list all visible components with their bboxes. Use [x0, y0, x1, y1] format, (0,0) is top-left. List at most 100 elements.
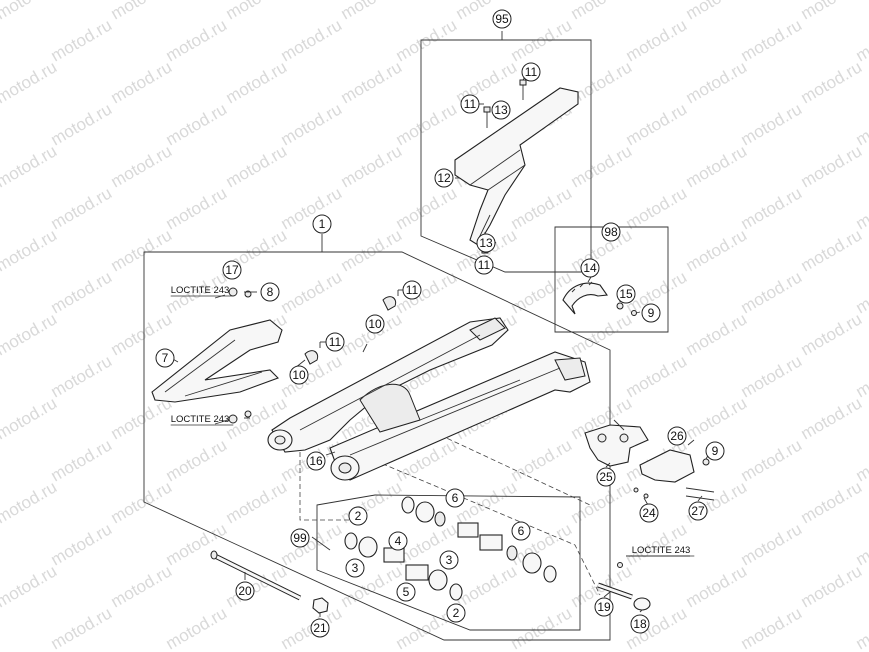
callout-circle — [365, 314, 385, 334]
callout-circle — [596, 467, 616, 487]
callout-11: 11 — [521, 62, 541, 82]
callout-number: 26 — [670, 429, 684, 443]
watermark-text: motod.ru — [798, 225, 866, 275]
callout-9: 9 — [641, 303, 661, 323]
sprocket-guard-part — [562, 281, 637, 316]
callout-number: 20 — [238, 584, 252, 598]
callout-circle — [402, 280, 422, 300]
watermark-text: motod.ru — [798, 393, 866, 443]
watermark-text: motod.ru — [108, 477, 176, 527]
callout-circle — [667, 426, 687, 446]
callout-24: 24 — [639, 503, 659, 523]
watermark-text: motod.ru — [108, 0, 176, 23]
callout-number: 5 — [403, 585, 410, 599]
watermark-text: motod.ru — [568, 225, 636, 275]
callout-circle — [348, 506, 368, 526]
callout-number: 9 — [712, 444, 719, 458]
callout-number: 15 — [619, 287, 633, 301]
watermark-text: motod.ru — [623, 15, 691, 65]
callout-5: 5 — [396, 582, 416, 602]
callout-number: 11 — [525, 65, 538, 79]
callout-11: 11 — [460, 94, 480, 114]
callout-circle — [306, 451, 326, 471]
callout-number: 12 — [437, 171, 451, 185]
watermark-text: motod.ru — [798, 561, 866, 611]
frame-group-1 — [143, 251, 611, 641]
callout-2: 2 — [446, 603, 466, 623]
callout-20: 20 — [235, 581, 255, 601]
watermark-text: motod.ru — [163, 15, 231, 65]
watermark-text: motod.ru — [623, 99, 691, 149]
callout-circle — [630, 614, 650, 634]
callout-circle — [492, 9, 512, 29]
callout-circle — [491, 100, 511, 120]
callout-8: 8 — [260, 282, 280, 302]
watermark-text: motod.ru — [393, 15, 461, 65]
frame-group-95 — [420, 39, 592, 273]
callout-26: 26 — [667, 426, 687, 446]
callout-number: 18 — [633, 617, 647, 631]
watermark-text: motod.ru — [393, 183, 461, 233]
callout-number: 10 — [292, 368, 306, 382]
callout-19: 19 — [594, 597, 614, 617]
watermark-text: motod.ru — [108, 141, 176, 191]
callout-number: 13 — [479, 236, 493, 250]
callout-circle — [388, 531, 408, 551]
watermark-text: motod.ru — [108, 57, 176, 107]
callout-27: 27 — [688, 501, 708, 521]
callout-number: 13 — [494, 103, 508, 117]
watermark-text: motod.ru — [738, 603, 806, 652]
callout-16: 16 — [306, 451, 326, 471]
callout-4: 4 — [388, 531, 408, 551]
callout-number: 7 — [162, 351, 169, 365]
callout-6: 6 — [511, 521, 531, 541]
callout-number: 27 — [691, 504, 705, 518]
callout-circle — [439, 550, 459, 570]
callout-circle — [345, 558, 365, 578]
watermark-text: motod.ru — [508, 15, 576, 65]
swingarm-axle-part — [210, 550, 329, 614]
watermark-text: motod.ru — [0, 141, 60, 191]
watermark-text: motod.ru — [48, 351, 116, 401]
watermark-text: motod.ru — [223, 477, 291, 527]
watermark-text: motod.ru — [568, 141, 636, 191]
callout-number: 6 — [452, 491, 459, 505]
callout-12: 12 — [434, 168, 454, 188]
callout-circle — [312, 214, 332, 234]
watermark-text: motod.ru — [683, 57, 751, 107]
watermark-text: motod.ru — [508, 267, 576, 317]
callout-circle — [396, 582, 416, 602]
watermark-text: motod.ru — [338, 57, 406, 107]
callout-99: 99 — [290, 528, 310, 548]
watermark-text: motod.ru — [738, 267, 806, 317]
callout-circle — [616, 284, 636, 304]
swingarm-part — [267, 317, 591, 481]
callout-11: 11 — [402, 280, 422, 300]
callout-3: 3 — [345, 558, 365, 578]
loctite-label: LOCTITE 243 — [632, 545, 691, 556]
callout-number: 10 — [368, 317, 382, 331]
callout-number: 11 — [329, 335, 342, 349]
callout-circle — [601, 222, 621, 242]
callout-number: 98 — [604, 225, 618, 239]
callout-number: 9 — [648, 306, 655, 320]
assembly-axes — [299, 434, 601, 596]
callout-11: 11 — [325, 332, 345, 352]
frame-group-99 — [316, 494, 581, 631]
callout-circle — [476, 233, 496, 253]
watermark-text: motod.ru — [48, 519, 116, 569]
watermark-text: motod.ru — [48, 267, 116, 317]
watermark-text: motod.ru — [683, 0, 751, 23]
watermark-text: motod.ru — [48, 603, 116, 652]
callout-number: 95 — [495, 12, 509, 26]
watermark-text: motod.ru — [798, 309, 866, 359]
callout-circle — [521, 62, 541, 82]
callout-number: 3 — [446, 553, 453, 567]
watermark-text: motod.ru — [798, 0, 866, 23]
callout-6: 6 — [445, 488, 465, 508]
cable-clips — [304, 290, 399, 365]
watermark-text: motod.ru — [278, 183, 346, 233]
loctite-label: LOCTITE 243 — [171, 414, 230, 425]
